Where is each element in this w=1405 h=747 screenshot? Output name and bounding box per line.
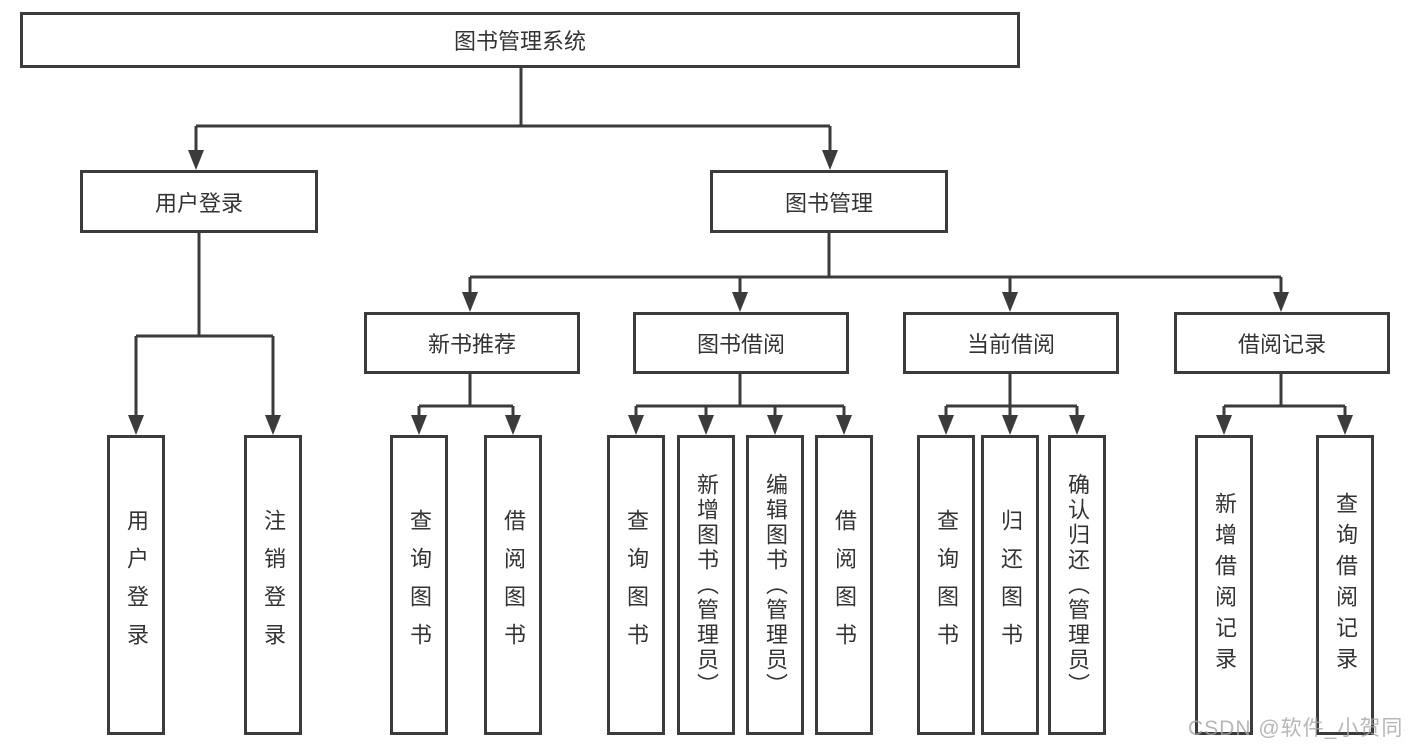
node-label: 图书借阅: [696, 332, 785, 357]
arrowhead: [1273, 292, 1289, 312]
node-label: 注销登录: [261, 509, 286, 661]
node-leaf-add-book-admin: 新增图书（管理员）: [677, 435, 735, 735]
node-label: 查询借阅记录: [1333, 492, 1358, 678]
node-leaf-query-book-borrow: 查询图书: [607, 435, 665, 735]
node-label: 查询图书: [934, 509, 959, 661]
node-leaf-return-book: 归还图书: [981, 435, 1039, 735]
node-label: 借阅图书: [501, 509, 526, 661]
node-label: 当前借阅: [966, 332, 1055, 357]
node-leaf-confirm-return-admin: 确认归还（管理员）: [1048, 435, 1106, 735]
node-current-borrow: 当前借阅: [903, 312, 1119, 374]
node-leaf-query-borrow-record: 查询借阅记录: [1316, 435, 1374, 735]
node-label: 查询图书: [624, 509, 649, 661]
arrowhead: [732, 292, 748, 312]
node-leaf-logout: 注销登录: [244, 435, 302, 735]
node-label: 确认归还（管理员）: [1065, 472, 1090, 698]
node-new-book-rec: 新书推荐: [364, 312, 580, 374]
connector-new-book-rec-to-leaves: [411, 374, 521, 435]
arrowhead: [938, 415, 954, 435]
node-label: 用户登录: [124, 509, 149, 661]
node-label: 新书推荐: [427, 332, 516, 357]
arrowhead: [462, 292, 478, 312]
arrowhead: [1002, 415, 1018, 435]
csdn-watermark: CSDN @软件_小贺同学: [1188, 717, 1405, 740]
node-book-borrow: 图书借阅: [633, 312, 849, 374]
connector-book-mgmt-to-level3: [462, 233, 1289, 312]
node-leaf-user-login: 用户登录: [107, 435, 165, 735]
connector-borrow-records-to-leaves: [1216, 374, 1353, 435]
node-user-login: 用户登录: [80, 170, 318, 233]
arrowhead: [1216, 415, 1232, 435]
node-book-mgmt: 图书管理: [710, 170, 948, 233]
node-label: 查询图书: [407, 509, 432, 661]
node-label: 新增借阅记录: [1212, 492, 1237, 678]
arrowhead: [188, 150, 204, 170]
node-leaf-add-borrow-record: 新增借阅记录: [1195, 435, 1253, 735]
node-label: 新增图书（管理员）: [694, 472, 719, 698]
node-leaf-query-book-current: 查询图书: [917, 435, 975, 735]
node-library-system: 图书管理系统: [20, 12, 1020, 68]
arrowhead: [836, 415, 852, 435]
node-borrow-records: 借阅记录: [1174, 312, 1390, 374]
arrowhead: [628, 415, 644, 435]
connector-book-borrow-to-leaves: [628, 374, 852, 435]
connector-current-borrow-to-leaves: [938, 374, 1085, 435]
node-leaf-borrow-book: 借阅图书: [815, 435, 873, 735]
arrowhead: [1069, 415, 1085, 435]
node-label: 图书管理系统: [453, 29, 586, 54]
node-leaf-query-book-newrec: 查询图书: [390, 435, 448, 735]
node-label: 编辑图书（管理员）: [763, 472, 788, 698]
connector-user-login-to-leaves: [128, 233, 281, 435]
node-label: 图书管理: [784, 190, 873, 216]
node-label: 归还图书: [998, 509, 1023, 661]
node-label: 借阅图书: [832, 509, 857, 661]
arrowhead: [1337, 415, 1353, 435]
node-leaf-edit-book-admin: 编辑图书（管理员）: [746, 435, 804, 735]
arrowhead: [1002, 292, 1018, 312]
node-label: 借阅记录: [1237, 332, 1326, 357]
node-leaf-borrow-book-newrec: 借阅图书: [484, 435, 542, 735]
connector-root-to-level2: [188, 68, 838, 170]
arrowhead: [822, 150, 838, 170]
arrowhead: [128, 415, 144, 435]
arrowhead: [265, 415, 281, 435]
arrowhead: [505, 415, 521, 435]
node-label: 用户登录: [154, 190, 243, 216]
arrowhead: [698, 415, 714, 435]
arrowhead: [767, 415, 783, 435]
arrowhead: [411, 415, 427, 435]
